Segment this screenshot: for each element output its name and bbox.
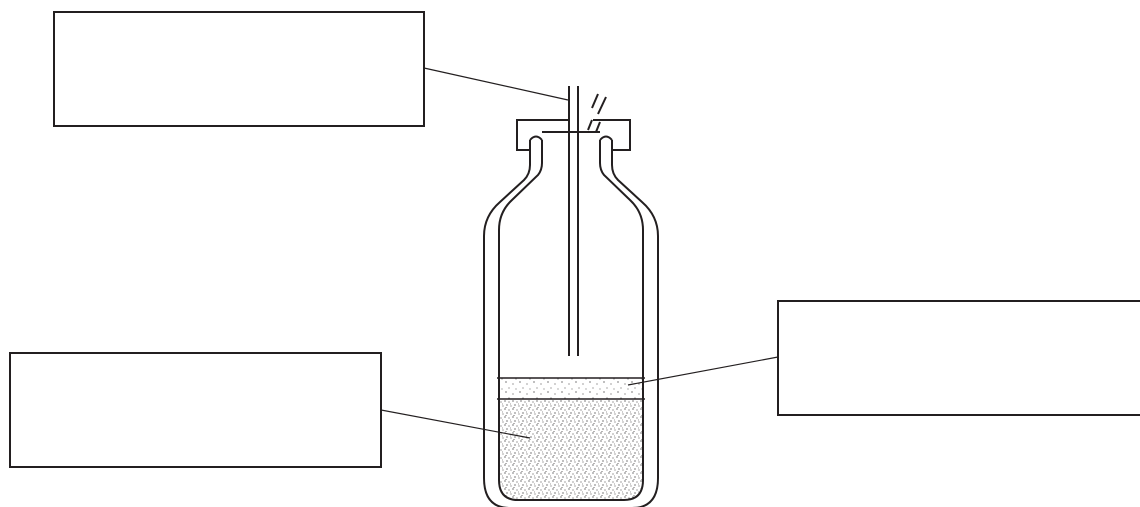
dense-fill-layer <box>499 400 643 507</box>
label-box-tube <box>53 11 425 127</box>
bottle-inner-wall <box>498 140 644 501</box>
top-sparse-layer <box>499 378 643 399</box>
bottle-neck-rim-right <box>599 135 613 141</box>
leader-line-top-layer <box>627 356 779 386</box>
bottle-stopper <box>516 119 631 151</box>
vent-tube-lower-left <box>587 119 593 131</box>
label-box-top-layer <box>777 300 1140 416</box>
vent-tube-lower-right <box>595 121 601 133</box>
bottle-neck-rim-left <box>529 135 543 141</box>
label-box-fill-material <box>9 352 382 468</box>
bottle-outer-wall <box>483 140 659 507</box>
vent-tube-right <box>597 96 607 115</box>
leader-line-tube <box>423 67 569 101</box>
bottle-contents <box>499 378 643 507</box>
vent-tube-left <box>591 93 599 109</box>
